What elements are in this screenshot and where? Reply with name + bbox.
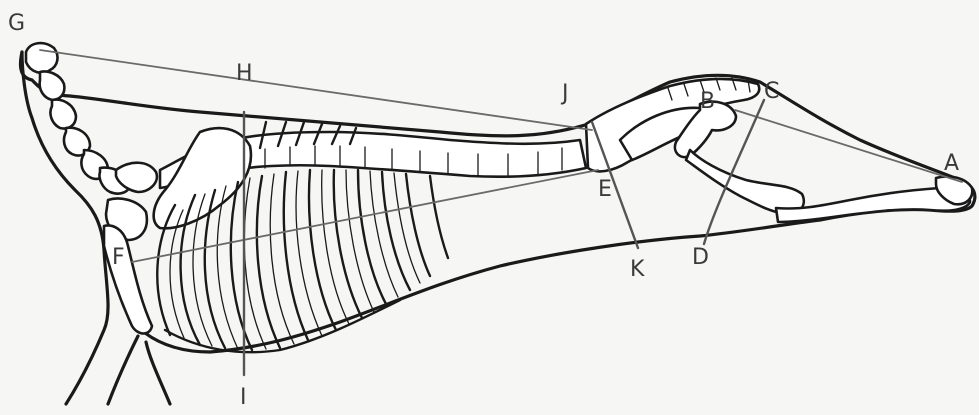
label-b: B xyxy=(700,89,715,114)
label-h: H xyxy=(236,61,253,86)
label-j: J xyxy=(560,81,569,106)
label-g: G xyxy=(8,11,25,36)
label-k: K xyxy=(630,257,645,282)
label-d: D xyxy=(692,245,709,270)
label-a: A xyxy=(944,151,959,176)
label-e: E xyxy=(598,177,612,202)
label-i: I xyxy=(240,385,247,410)
label-f: F xyxy=(112,245,125,270)
label-c: C xyxy=(764,79,779,104)
